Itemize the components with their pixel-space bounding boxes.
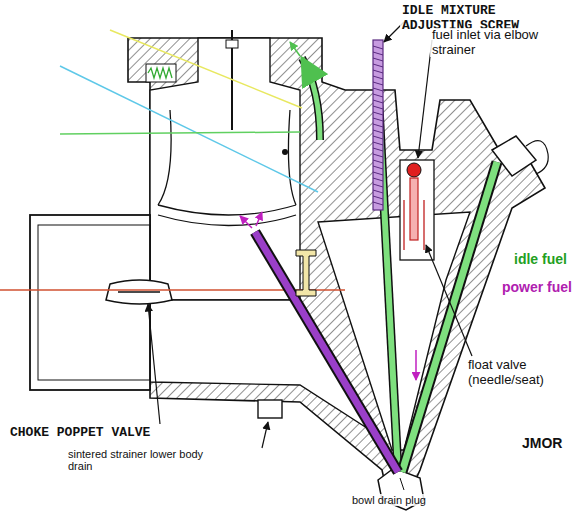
throttle-shaft	[226, 40, 238, 48]
leader-line	[148, 304, 160, 424]
power-flow-arrow	[256, 212, 262, 226]
float-valve-chamber	[400, 160, 434, 260]
part-label: sintered strainer lower body drain	[66, 448, 220, 473]
lower-body-drain	[258, 400, 282, 418]
key-label: power fuel	[500, 280, 574, 296]
leader-line	[418, 40, 432, 158]
airflow-line	[60, 66, 318, 192]
key-label: idle fuel	[512, 252, 569, 268]
part-label: float valve (needle/seat)	[466, 358, 578, 387]
idle-fuel-passage	[302, 58, 320, 140]
idle-flow-arrow	[290, 42, 300, 56]
thread	[148, 68, 172, 78]
screw-thread	[373, 46, 383, 205]
leader-line	[262, 422, 268, 448]
leader-line	[426, 245, 472, 356]
fuel-inlet	[407, 163, 421, 177]
pump-check	[296, 250, 316, 296]
airflow-line	[60, 132, 300, 134]
choke-poppet-valve	[106, 280, 172, 304]
idle-port	[282, 149, 288, 155]
part-label: fuel inlet via elbow strainer	[430, 28, 554, 57]
idle-mixture-screw	[373, 40, 383, 210]
retaining-wire	[526, 141, 548, 174]
carburetor-body	[128, 38, 545, 497]
fuel-flow-arrow	[415, 350, 417, 380]
watermark: JMOR	[520, 436, 564, 452]
threaded-hole	[146, 64, 176, 82]
power-flow-arrow	[240, 216, 252, 228]
idle-fuel-passage	[302, 58, 320, 140]
leader-line	[400, 478, 404, 490]
power-fuel-tube	[255, 232, 398, 472]
part-label: CHOKE POPPET VALVE	[8, 426, 152, 441]
float-needle	[410, 178, 418, 240]
venturi	[158, 110, 296, 226]
idle-fuel-tube	[402, 162, 497, 472]
part-label: bowl drain plug	[350, 494, 428, 506]
idle-fuel-tube	[402, 162, 497, 472]
needle-seat	[404, 200, 424, 250]
airflow-line	[110, 30, 302, 108]
power-fuel-tube	[255, 232, 398, 472]
